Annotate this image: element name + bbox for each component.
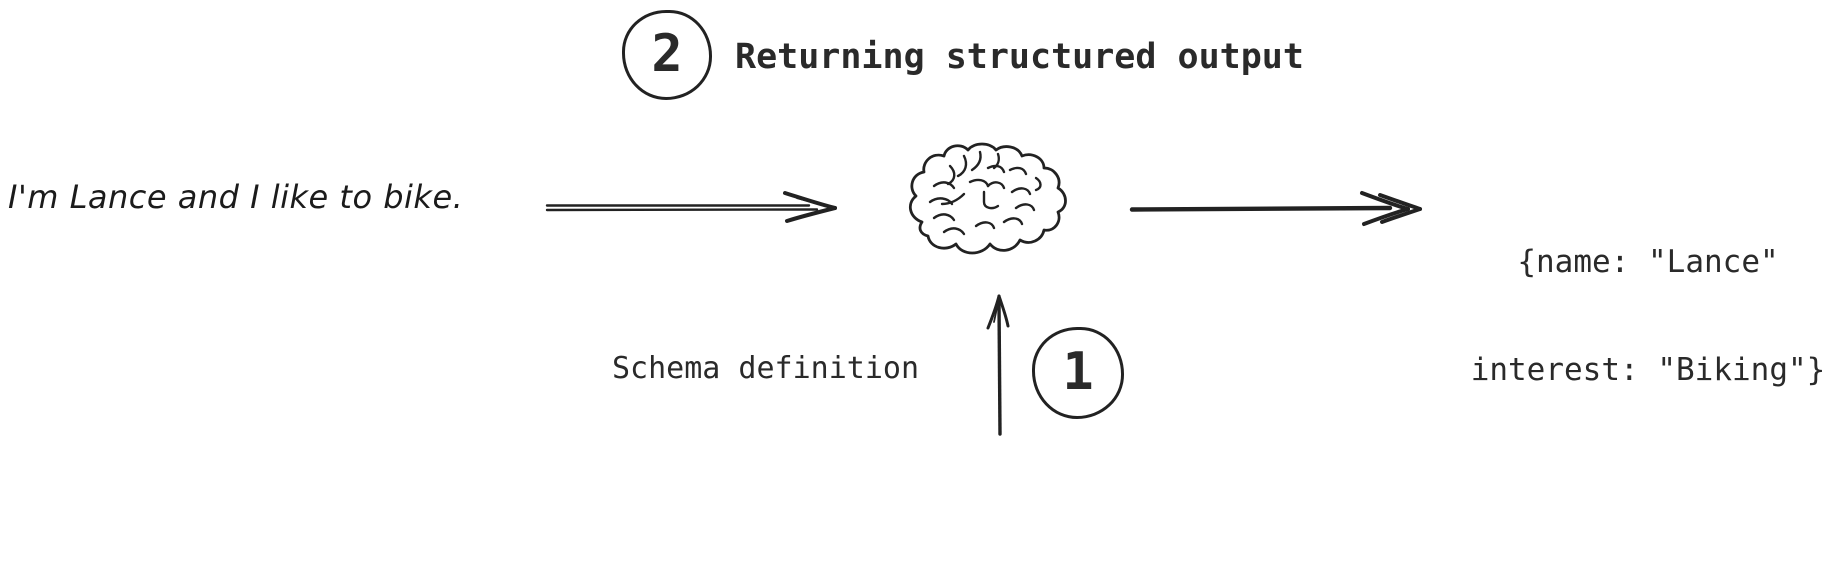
output-text: {name: "Lance" interest: "Biking"}: [1471, 172, 1826, 460]
schema-text: {name: "Person's name" interest: "Person…: [716, 487, 1294, 566]
input-text: I'm Lance and I like to bike.: [8, 178, 464, 216]
llm-brain-icon: [908, 142, 1067, 255]
schema-arrow-up-icon: [986, 294, 1010, 436]
step-1-number: 1: [1062, 342, 1094, 402]
output-arrow-right-icon: [1129, 191, 1422, 226]
step-2-badge: 2: [622, 10, 712, 100]
step-2-number: 2: [651, 24, 683, 84]
step-2-label: Returning structured output: [735, 37, 1304, 77]
step-1-badge: 1: [1032, 327, 1124, 419]
step-1-label: Schema definition: [612, 351, 920, 386]
input-arrow-right-icon: [545, 191, 837, 223]
output-line-1: {name: "Lance": [1517, 244, 1779, 280]
output-line-2: interest: "Biking"}: [1470, 352, 1826, 388]
